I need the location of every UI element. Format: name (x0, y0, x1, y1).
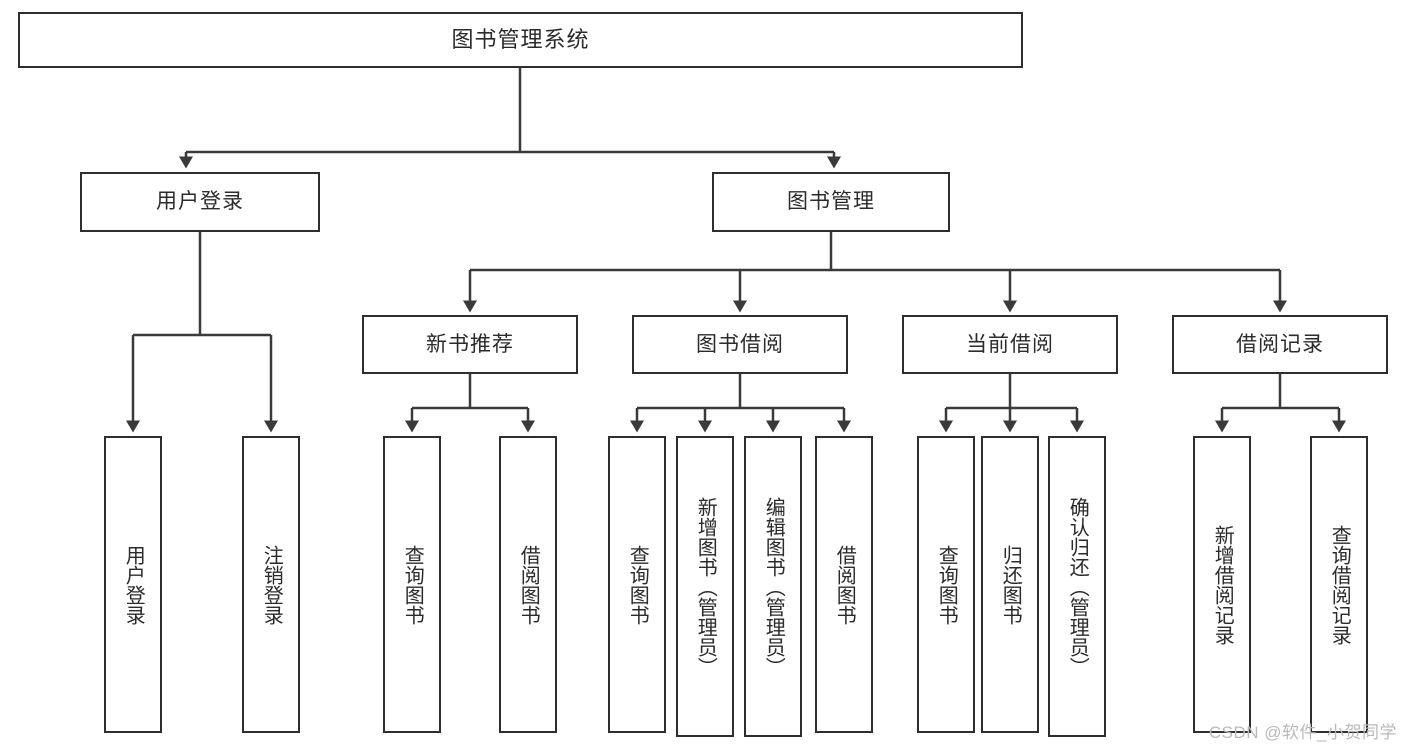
node-label: 注销登录 (260, 544, 283, 625)
node-label: 新增图书（管理员） (694, 496, 717, 677)
connector-group-new-book (405, 374, 535, 433)
leaf-borrow-query-book[interactable]: 查询图书 (608, 436, 666, 733)
connector-group-book-borrow (630, 374, 851, 433)
leaf-record-query-record[interactable]: 查询借阅记录 (1310, 436, 1368, 733)
node-current-borrow[interactable]: 当前借阅 (902, 315, 1118, 374)
connector-group-current-borrow (939, 374, 1084, 433)
node-label: 确认归还（管理员） (1066, 496, 1089, 677)
connector-group-user-login (126, 232, 278, 433)
node-label: 查询图书 (401, 544, 424, 625)
leaf-borrow-borrow-book[interactable]: 借阅图书 (815, 436, 873, 733)
node-label: 图书借阅 (696, 332, 784, 356)
watermark-csdn: CSDN @软件_小贺同学 (1208, 723, 1397, 742)
node-label: 借阅图书 (833, 544, 856, 625)
node-label: 借阅记录 (1236, 332, 1324, 356)
connector-group-borrow-record (1215, 374, 1346, 433)
leaf-newbook-borrow-book[interactable]: 借阅图书 (499, 436, 557, 733)
node-label: 用户登录 (156, 190, 244, 214)
node-label: 查询图书 (626, 544, 649, 625)
leaf-user-login[interactable]: 用户登录 (104, 436, 162, 733)
leaf-current-confirm-return-admin[interactable]: 确认归还（管理员） (1048, 436, 1106, 737)
connector-group-book-manage (463, 232, 1287, 313)
node-label: 图书管理系统 (451, 26, 590, 52)
leaf-borrow-add-book-admin[interactable]: 新增图书（管理员） (676, 436, 734, 737)
node-label: 当前借阅 (966, 332, 1054, 356)
node-label: 新增借阅记录 (1211, 524, 1234, 645)
node-label: 图书管理 (787, 190, 875, 214)
leaf-user-logout[interactable]: 注销登录 (242, 436, 300, 733)
node-label: 查询借阅记录 (1328, 524, 1351, 645)
node-label: 用户登录 (122, 544, 145, 625)
leaf-current-return-book[interactable]: 归还图书 (981, 436, 1039, 733)
node-book-management[interactable]: 图书管理 (712, 172, 950, 232)
node-label: 编辑图书（管理员） (762, 496, 785, 677)
leaf-newbook-query-book[interactable]: 查询图书 (383, 436, 441, 733)
leaf-borrow-edit-book-admin[interactable]: 编辑图书（管理员） (744, 436, 802, 737)
node-label: 借阅图书 (517, 544, 540, 625)
node-new-book-recommend[interactable]: 新书推荐 (362, 315, 578, 374)
node-root-system[interactable]: 图书管理系统 (18, 12, 1023, 68)
node-user-login[interactable]: 用户登录 (80, 172, 320, 232)
leaf-record-add-record[interactable]: 新增借阅记录 (1193, 436, 1251, 733)
connector-group-root (179, 68, 841, 169)
node-label: 归还图书 (999, 544, 1022, 625)
leaf-current-query-book[interactable]: 查询图书 (917, 436, 975, 733)
node-book-borrow[interactable]: 图书借阅 (632, 315, 848, 374)
node-label: 查询图书 (935, 544, 958, 625)
node-borrow-record[interactable]: 借阅记录 (1172, 315, 1388, 374)
node-label: 新书推荐 (426, 332, 514, 356)
